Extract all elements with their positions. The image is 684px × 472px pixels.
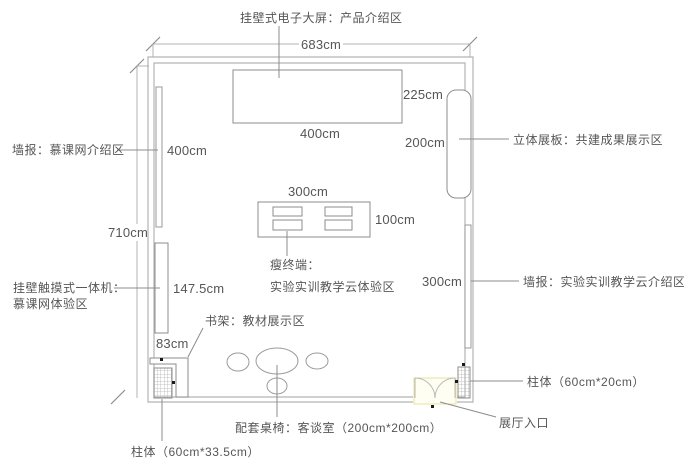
display-board (446, 89, 472, 199)
terminal-label-line1: 瘦终端： (270, 257, 320, 272)
entrance-leader (439, 401, 497, 418)
terminal-unit (272, 219, 303, 231)
room-outer-wall (147, 56, 474, 403)
electronic-screen (232, 69, 403, 124)
anchor-dot (431, 405, 434, 408)
touch-machine-area: 挂壁触摸式一体机： 慕课网体验区 147.5cm 83cm (13, 242, 224, 351)
screen-label: 挂壁式电子大屏：产品介绍区 (240, 10, 403, 25)
entrance-label: 展厅入口 (499, 416, 549, 430)
screen-height-label: 225cm (403, 87, 443, 102)
terminal-unit (272, 206, 303, 217)
room-width-dimension: 683cm (145, 36, 478, 57)
electronic-screen-area: 挂壁式电子大屏：产品介绍区 400cm 225cm 200cm (232, 10, 445, 150)
anchor-dot (455, 380, 458, 383)
dim-tick (110, 389, 126, 405)
meeting-chair (226, 352, 250, 372)
terminal-table-area: 300cm 100cm 瘦终端： 实验实训教学云体验区 (257, 184, 415, 294)
bookshelf (149, 357, 189, 398)
anchor-dot (462, 363, 465, 366)
meeting-label: 配套桌椅：客谈室（200cm*200cm） (235, 420, 442, 435)
anchor-dot (160, 358, 163, 361)
poster-mooc-area: 墙报：慕课网介绍区 400cm (12, 86, 207, 228)
display-board-area: 立体展板：共建成果展示区 (446, 89, 663, 199)
poster-mooc-label: 墙报：慕课网介绍区 (12, 142, 125, 157)
room-height-dimension: 710cm (108, 58, 149, 405)
screen-gap-label: 200cm (405, 135, 445, 150)
display-board-label: 立体展板：共建成果展示区 (513, 132, 663, 147)
table-width-label: 300cm (288, 184, 328, 199)
room-height-label: 710cm (108, 225, 148, 240)
meeting-area: 配套桌椅：客谈室（200cm*200cm） (226, 347, 442, 435)
poster-mooc-dim: 400cm (167, 143, 207, 158)
touch-machine-dim: 147.5cm (173, 281, 224, 296)
poster-cloud-label: 墙报：实验实训教学云介绍区 (523, 274, 684, 289)
terminal-label-line2: 实验实训教学云体验区 (270, 279, 395, 294)
entrance-area: 展厅入口 (413, 377, 549, 430)
right-column-label: 柱体（60cm*20cm） (527, 374, 645, 389)
left-column-area: 柱体（60cm*33.5cm） (131, 358, 260, 459)
poster-cloud-dim: 300cm (422, 274, 462, 289)
touch-machine-label-line1: 挂壁触摸式一体机： (13, 280, 126, 295)
left-column-label: 柱体（60cm*33.5cm） (131, 444, 260, 459)
meeting-chair (305, 352, 329, 370)
room-width-label: 683cm (301, 37, 341, 52)
terminal-unit (324, 219, 353, 231)
poster-cloud (464, 224, 472, 349)
right-column-area: 柱体（60cm*20cm） (455, 363, 645, 399)
bookshelf-leader (187, 327, 204, 358)
entrance-highlight (413, 377, 457, 405)
poster-cloud-area: 300cm 墙报：实验实训教学云介绍区 (422, 224, 684, 349)
right-column (457, 366, 471, 399)
bookshelf-area: 书架：教材展示区 (149, 313, 305, 398)
terminal-unit (324, 206, 353, 217)
touch-machine-label-line2: 慕课网体验区 (13, 296, 88, 311)
screen-width-label: 400cm (300, 126, 340, 141)
poster-mooc (155, 86, 163, 228)
machine-gap-dim: 83cm (156, 336, 189, 351)
anchor-dot (172, 381, 175, 384)
door-arc-right (434, 377, 456, 399)
bookshelf-label: 书架：教材展示区 (205, 313, 305, 328)
left-column (153, 367, 173, 399)
table-depth-label: 100cm (375, 212, 415, 227)
